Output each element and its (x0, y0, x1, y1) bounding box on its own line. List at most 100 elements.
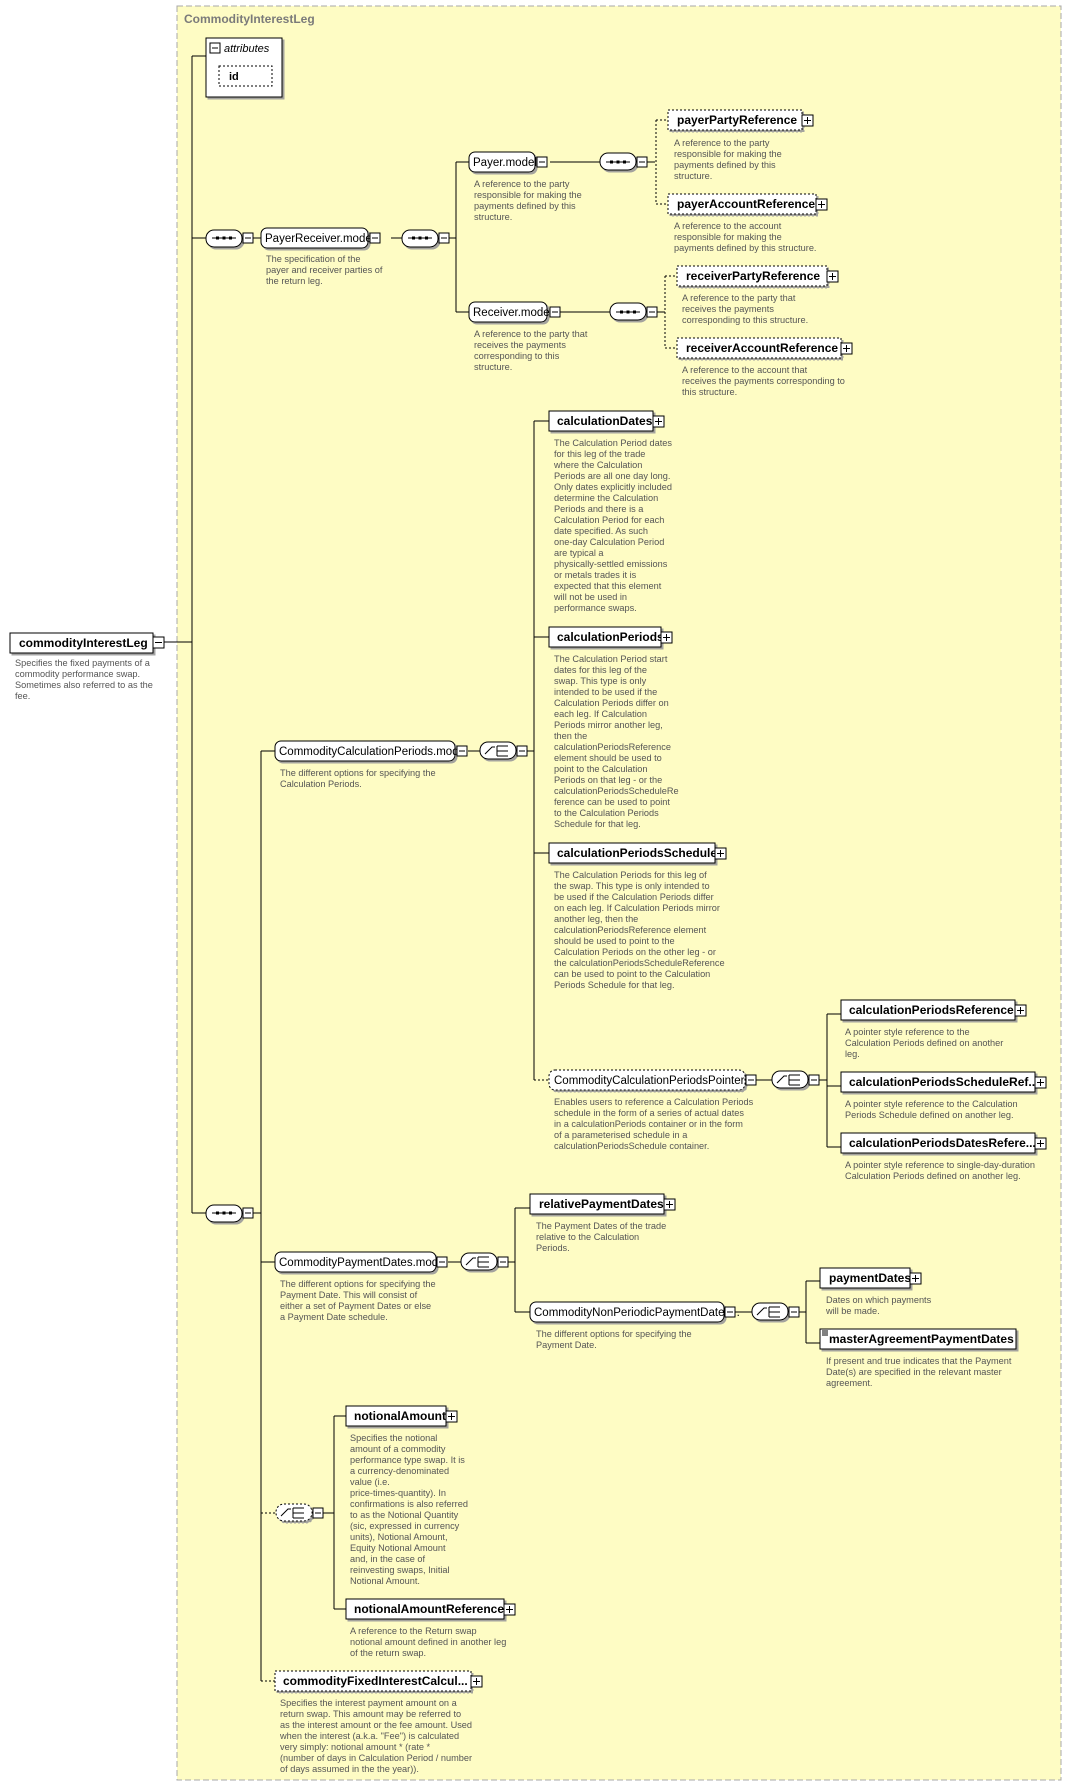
doc-line: A reference to the Return swap (350, 1626, 477, 1636)
doc-line: relative to the Calculation (536, 1232, 639, 1242)
doc-line: Periods Schedule for that leg. (554, 980, 675, 990)
commodity-fixed-interest-calculation[interactable]: commodityFixedInterestCalcul... (274, 1670, 483, 1692)
doc-line: Calculation Periods defined on another l… (845, 1171, 1021, 1181)
calculation-periods[interactable]: calculationPeriods (548, 626, 673, 648)
svg-text:CommodityPaymentDates.model: CommodityPaymentDates.model (279, 1257, 447, 1269)
doc-line: responsible for making the (674, 232, 782, 242)
relative-payment-dates[interactable]: relativePaymentDates (529, 1193, 676, 1215)
commodity-calculation-periods-model[interactable]: CommodityCalculationPeriods.model (274, 740, 468, 762)
master-agreement-payment-dates[interactable]: masterAgreementPaymentDates (819, 1328, 1017, 1350)
doc-line: commodity performance swap. (15, 669, 140, 679)
calculation-periods-schedule[interactable]: calculationPeriodsSchedule (548, 842, 727, 864)
doc-line: schedule in the form of a series of actu… (554, 1108, 744, 1118)
svg-text:CommodityNonPeriodicPaymentDat: CommodityNonPeriodicPaymentDates... (534, 1307, 740, 1319)
notional-amount-reference[interactable]: notionalAmountReference (345, 1598, 516, 1620)
doc-line: payer and receiver parties of (266, 265, 383, 275)
doc-line: on each leg. If Calculation Periods mirr… (554, 903, 720, 913)
doc-line: swap. This type is only (554, 676, 647, 686)
choice-compositor[interactable] (771, 1070, 820, 1089)
doc-line: Periods and there is a (554, 504, 644, 514)
doc-line: Calculation Periods defined on another (845, 1038, 1003, 1048)
doc-line: payments defined by this (474, 201, 576, 211)
doc-line: Periods are all one day long. (554, 471, 670, 481)
svg-text:CommodityCalculationPeriodsPoi: CommodityCalculationPeriodsPointer.... (554, 1075, 757, 1087)
simple-type-icon (822, 1330, 828, 1336)
receiver-account-reference[interactable]: receiverAccountReference (676, 337, 853, 359)
doc-line: be used if the Calculation Periods diffe… (554, 892, 714, 902)
commodity-calculation-periods-pointer[interactable]: CommodityCalculationPeriodsPointer.... (548, 1069, 757, 1091)
doc-line: when the interest (a.k.a. "Fee") is calc… (279, 1731, 459, 1741)
doc-line: A pointer style reference to the Calcula… (845, 1099, 1018, 1109)
calculation-periods-pointer-doc: Enables users to reference a Calculation… (554, 1097, 754, 1151)
root-doc: Specifies the fixed payments of acommodi… (15, 658, 153, 701)
payer-model[interactable]: Payer.model (468, 151, 548, 173)
doc-line: Periods mirror another leg, (554, 720, 663, 730)
doc-line: Periods Schedule defined on another leg. (845, 1110, 1014, 1120)
payer-account-reference[interactable]: payerAccountReference (667, 193, 828, 215)
sequence-compositor[interactable] (205, 229, 254, 248)
choice-compositor[interactable] (751, 1302, 800, 1321)
doc-line: physically-settled emissions (554, 559, 668, 569)
calculation-dates[interactable]: calculationDates (548, 410, 665, 432)
doc-line: (sic, expressed in currency (350, 1521, 460, 1531)
svg-text:paymentDates: paymentDates (829, 1271, 911, 1285)
payer-party-reference[interactable]: payerPartyReference (667, 109, 814, 131)
commodity-non-periodic-payment-dates[interactable]: CommodityNonPeriodicPaymentDates... (529, 1301, 740, 1323)
sequence-compositor[interactable] (205, 1204, 254, 1223)
attributes-box[interactable]: attributes id (205, 37, 283, 98)
svg-text:payerPartyReference: payerPartyReference (677, 113, 797, 127)
doc-line: Date(s) are specified in the relevant ma… (826, 1367, 1002, 1377)
attribute-id[interactable] (218, 65, 273, 87)
doc-line: A reference to the account that (682, 365, 808, 375)
calculation-periods-schedule-reference[interactable]: calculationPeriodsScheduleRef... (840, 1071, 1047, 1093)
calculation-periods-reference[interactable]: calculationPeriodsReference (840, 999, 1027, 1021)
optional-connectors (260, 119, 677, 1682)
sequence-compositor[interactable] (609, 302, 658, 321)
doc-line: Enables users to reference a Calculation… (554, 1097, 754, 1107)
doc-line: Periods on that leg - or the (554, 775, 662, 785)
payer-receiver-model[interactable]: PayerReceiver.model (260, 227, 381, 249)
connectors (164, 55, 841, 1681)
notional-amount[interactable]: notionalAmount (345, 1405, 458, 1427)
svg-text:calculationPeriods: calculationPeriods (557, 630, 664, 644)
attributes-label: attributes (224, 43, 270, 55)
svg-text:Receiver.model: Receiver.model (473, 307, 552, 319)
svg-text:commodityFixedInterestCalcul..: commodityFixedInterestCalcul... (283, 1674, 468, 1688)
doc-line: Periods. (536, 1243, 570, 1253)
doc-line: a Payment Date schedule. (280, 1312, 388, 1322)
doc-line: calculationPeriodsReference element (554, 925, 707, 935)
doc-line: calculationPeriodsScheduleRe (554, 786, 679, 796)
doc-line: are typical a (554, 548, 604, 558)
doc-line: will be made. (825, 1306, 880, 1316)
calculation-periods-dates-reference[interactable]: calculationPeriodsDatesRefere... (840, 1132, 1047, 1154)
doc-line: The Calculation Period start (554, 654, 668, 664)
doc-line: Schedule for that leg. (554, 819, 641, 829)
sequence-compositor[interactable] (599, 152, 648, 171)
doc-line: value (i.e. (350, 1477, 390, 1487)
svg-text:relativePaymentDates: relativePaymentDates (539, 1197, 664, 1211)
doc-line: and, in the case of (350, 1554, 426, 1564)
choice-compositor[interactable] (460, 1252, 509, 1271)
receiver-party-reference[interactable]: receiverPartyReference (676, 265, 839, 287)
root-element[interactable]: commodityInterestLeg (9, 632, 165, 654)
choice-compositor[interactable] (479, 741, 528, 760)
doc-line: A reference to the party (674, 138, 770, 148)
attribute-id-label: id (229, 71, 239, 83)
commodity-payment-dates-model[interactable]: CommodityPaymentDates.model (274, 1251, 448, 1273)
payment-dates[interactable]: paymentDates (819, 1267, 922, 1289)
payment-dates-model-doc: The different options for specifying the… (280, 1279, 436, 1322)
svg-text:calculationPeriodsDatesRefere.: calculationPeriodsDatesRefere... (849, 1136, 1036, 1150)
sequence-compositor[interactable] (401, 229, 450, 248)
receiver-model[interactable]: Receiver.model (468, 301, 561, 323)
svg-text:receiverAccountReference: receiverAccountReference (686, 341, 838, 355)
doc-line: very simply: notional amount * (rate * (280, 1742, 431, 1752)
optional-choice-compositor[interactable] (275, 1503, 324, 1522)
doc-line: fee. (15, 691, 30, 701)
doc-line: leg. (845, 1049, 860, 1059)
